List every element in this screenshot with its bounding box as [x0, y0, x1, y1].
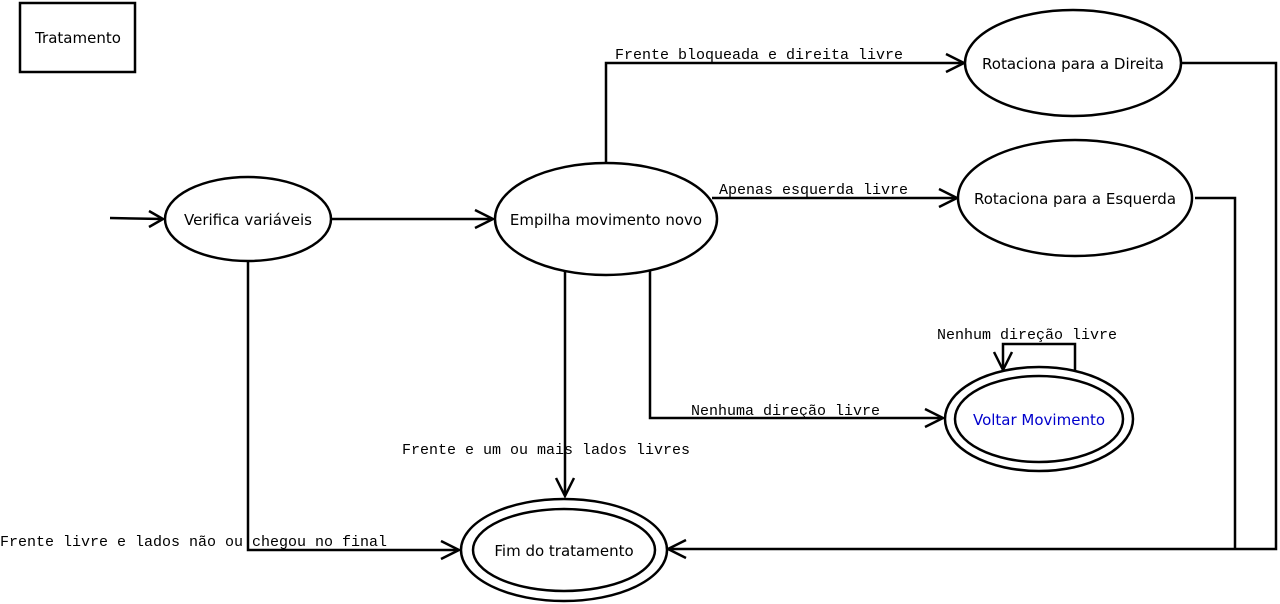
initial-arrow	[109, 209, 166, 229]
edge-empilha-voltar	[648, 270, 946, 429]
label-frente-lados: Frente e um ou mais lados livres	[402, 442, 690, 459]
edge-verifica-empilha	[331, 208, 496, 230]
state-fim-label: Fim do tratamento	[494, 542, 633, 560]
title-box: Tratamento	[18, 1, 137, 74]
state-verifica-variaveis: Verifica variáveis	[163, 175, 333, 263]
state-rot-direita-label: Rotaciona para a Direita	[982, 55, 1164, 73]
label-frente-livre-final: Frente livre e lados não ou chegou no fi…	[0, 534, 387, 551]
label-nenhum-self: Nenhum direção livre	[937, 327, 1117, 344]
state-empilha-label: Empilha movimento novo	[510, 211, 702, 229]
edge-rotaciona-esquerda-fim	[665, 196, 1237, 560]
state-voltar-label: Voltar Movimento	[973, 411, 1105, 429]
edge-verifica-fim	[246, 260, 462, 561]
label-frente-bloqueada: Frente bloqueada e direita livre	[615, 47, 903, 64]
edge-empilha-rotaciona-direita	[604, 52, 967, 163]
state-empilha-movimento: Empilha movimento novo	[493, 161, 719, 277]
state-rot-esquerda-label: Rotaciona para a Esquerda	[974, 190, 1176, 208]
edge-empilha-fim	[554, 272, 576, 499]
label-apenas-esquerda: Apenas esquerda livre	[719, 182, 908, 199]
state-rotaciona-esquerda: Rotaciona para a Esquerda	[956, 138, 1194, 258]
state-rotaciona-direita: Rotaciona para a Direita	[963, 8, 1183, 118]
edge-rotaciona-direita-fim	[668, 61, 1278, 551]
state-verifica-label: Verifica variáveis	[184, 211, 312, 229]
title-box-label: Tratamento	[34, 29, 121, 47]
label-nenhuma: Nenhuma direção livre	[691, 403, 880, 420]
state-fim-tratamento: Fim do tratamento	[459, 497, 669, 603]
state-voltar-movimento: Voltar Movimento	[943, 365, 1135, 473]
